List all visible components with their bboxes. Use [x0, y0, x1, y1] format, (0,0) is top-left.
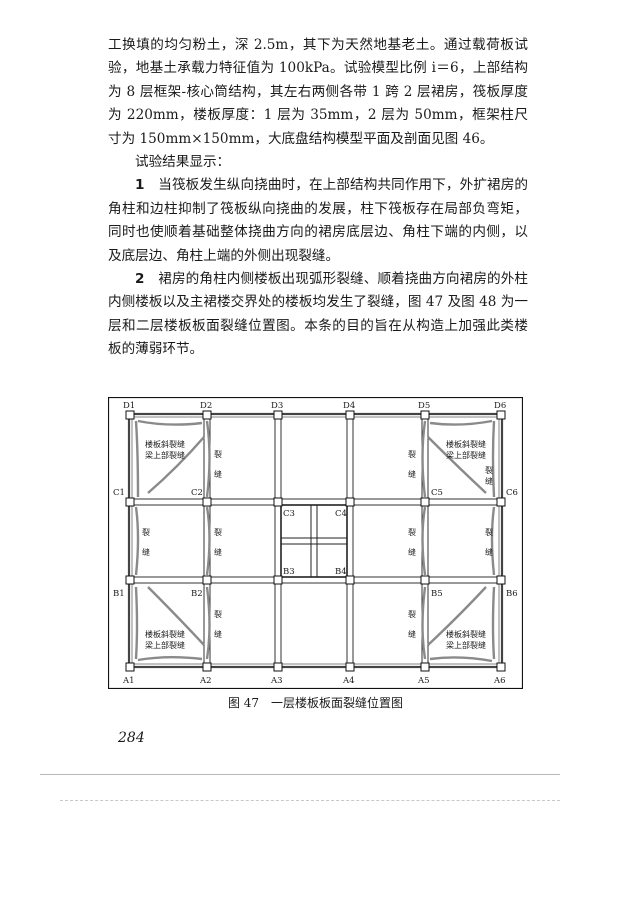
paragraph-4: 2 裙房的角柱内侧楼板出现弧形裂缝、顺着挠曲方向裙房的外柱内侧楼板以及主裙楼交界… [108, 268, 528, 362]
floor-crack-diagram: D1 D2 D3 D4 D5 D6 C1 C2 C3 C4 C5 C6 B1 B… [108, 397, 523, 689]
columns [125, 410, 506, 672]
label-d4: D4 [343, 401, 355, 411]
item-number-2: 2 [135, 271, 145, 288]
label-c1: C1 [113, 488, 125, 498]
crack-annotations: 楼板斜裂缝 梁上部裂缝 楼板斜裂缝 梁上部裂缝 楼板斜裂缝 梁上部裂缝 楼板斜裂… [142, 439, 493, 650]
page-edge-line [40, 774, 560, 775]
label-c5: C5 [431, 488, 443, 498]
horizontal-beams [129, 498, 502, 584]
figure-caption: 图 47 一层楼板板面裂缝位置图 [227, 696, 404, 710]
label-d2: D2 [200, 401, 212, 411]
crack-r1c6-b: 缝 [485, 476, 493, 486]
item-number-1: 1 [135, 177, 145, 194]
label-d1: D1 [123, 401, 135, 411]
item-text-2: 裙房的角柱内侧楼板出现弧形裂缝、顺着挠曲方向裙房的外柱内侧楼板以及主裙楼交界处的… [108, 271, 529, 358]
label-c3: C3 [283, 509, 295, 519]
note-tl-2: 梁上部裂缝 [145, 450, 185, 460]
paragraph-2: 试验结果显示： [135, 154, 231, 171]
crack-r2c2-a: 裂 [214, 527, 222, 537]
label-d6: D6 [494, 401, 506, 411]
crack-r2c5-a: 裂 [408, 527, 416, 537]
label-c2: C2 [191, 488, 203, 498]
note-bl-1: 楼板斜裂缝 [145, 629, 185, 639]
crack-lines [134, 419, 496, 663]
label-b3: B3 [283, 567, 295, 577]
slab-perimeter [127, 412, 504, 669]
crack-r3c2-a: 裂 [214, 609, 222, 619]
crack-r3c2-b: 缝 [214, 629, 222, 639]
vertical-beams [203, 414, 429, 667]
label-a5: A5 [417, 676, 430, 686]
paragraph-3: 1 当筏板发生纵向挠曲时，在上部结构共同作用下，外扩裙房的角柱和边柱抑制了筏板纵… [108, 174, 528, 268]
note-tr-1: 楼板斜裂缝 [446, 439, 486, 449]
crack-r2c6-a: 裂 [485, 527, 493, 537]
outer-frame [108, 397, 523, 689]
slab-perimeter-inner [131, 416, 500, 665]
label-c4: C4 [335, 509, 347, 519]
diagram-svg: D1 D2 D3 D4 D5 D6 C1 C2 C3 C4 C5 C6 B1 B… [108, 397, 523, 689]
crack-r2c2-b: 缝 [214, 547, 222, 557]
label-d5: D5 [418, 401, 430, 411]
note-br-1: 楼板斜裂缝 [446, 629, 486, 639]
page-edge-line-2 [60, 800, 560, 801]
crack-r2c6-b: 缝 [485, 547, 493, 557]
label-b1: B1 [113, 589, 125, 599]
body-text: 工换填的均匀粉土，深 2.5m，其下为天然地基老土。通过载荷板试验，地基土承载力… [108, 34, 528, 362]
note-br-2: 梁上部裂缝 [446, 640, 486, 650]
core-tube [280, 504, 348, 578]
label-c6: C6 [506, 488, 518, 498]
label-b5: B5 [431, 589, 443, 599]
label-b2: B2 [191, 589, 203, 599]
label-b4: B4 [335, 567, 347, 577]
label-b6: B6 [506, 589, 518, 599]
page-number: 284 [118, 730, 145, 746]
item-text-1: 当筏板发生纵向挠曲时，在上部结构共同作用下，外扩裙房的角柱和边柱抑制了筏板纵向挠… [108, 177, 529, 264]
crack-r1c6-a: 裂 [485, 465, 493, 475]
label-a2: A2 [199, 676, 212, 686]
crack-r1c5-b: 缝 [408, 469, 416, 479]
label-a3: A3 [270, 676, 283, 686]
crack-r1c2-a: 裂 [214, 449, 222, 459]
crack-r2c1-b: 缝 [142, 547, 150, 557]
crack-r2c1-a: 裂 [142, 527, 150, 537]
note-tl-1: 楼板斜裂缝 [145, 439, 185, 449]
crack-r3c5-b: 缝 [408, 629, 416, 639]
grid-labels: D1 D2 D3 D4 D5 D6 C1 C2 C3 C4 C5 C6 B1 B… [113, 401, 518, 686]
paragraph-1: 工换填的均匀粉土，深 2.5m，其下为天然地基老土。通过载荷板试验，地基土承载力… [108, 37, 528, 147]
label-a4: A4 [342, 676, 355, 686]
label-a1: A1 [122, 676, 135, 686]
label-a6: A6 [493, 676, 506, 686]
crack-r1c5-a: 裂 [408, 449, 416, 459]
crack-r1c2-b: 缝 [214, 469, 222, 479]
crack-r2c5-b: 缝 [408, 547, 416, 557]
note-tr-2: 梁上部裂缝 [446, 450, 486, 460]
label-d3: D3 [271, 401, 283, 411]
note-bl-2: 梁上部裂缝 [145, 640, 185, 650]
crack-r3c5-a: 裂 [408, 609, 416, 619]
